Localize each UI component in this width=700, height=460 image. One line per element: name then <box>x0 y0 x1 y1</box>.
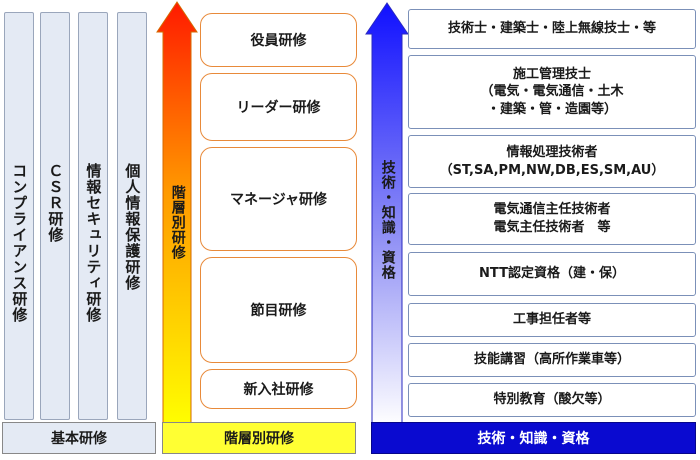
hierarchy-item-label: マネージャ研修 <box>229 192 328 208</box>
hierarchy-item-label: 役員研修 <box>250 33 307 49</box>
basic-column-infosec: 情報セキュリティ研修 <box>78 12 108 420</box>
hierarchy-item-leader: リーダー研修 <box>200 73 357 141</box>
skills-footer: 技術・知識・資格 <box>371 422 696 454</box>
hierarchy-arrow <box>156 1 198 427</box>
hierarchy-footer: 階層別研修 <box>162 422 356 454</box>
hierarchy-item-executive: 役員研修 <box>200 13 357 67</box>
hierarchy-item-label: 節目研修 <box>250 303 307 319</box>
basic-footer-label: 基本研修 <box>51 431 107 447</box>
skill-item-construction-manager: 施工管理技士 （電気・電気通信・土木 ・建築・管・造園等） <box>408 55 696 129</box>
basic-footer: 基本研修 <box>2 422 156 454</box>
skill-item-line: 電気通信主任技術者 <box>493 202 611 218</box>
basic-column-csr: ＣＳＲ研修 <box>40 12 70 420</box>
skill-item-skills-course: 技能講習（高所作業車等） <box>408 343 696 377</box>
skills-arrow <box>365 2 409 427</box>
skill-item-line: NTT認定資格（建・保） <box>479 266 625 282</box>
skill-item-line: 電気主任技術者 等 <box>493 220 611 235</box>
hierarchy-item-label: リーダー研修 <box>236 100 321 116</box>
skills-arrow-label: 技術・知識・資格 <box>379 160 396 280</box>
skill-item-line: ・建築・管・造園等） <box>486 101 617 117</box>
skill-item-line: （ST,SA,PM,NW,DB,ES,SM,AU） <box>439 162 665 178</box>
basic-column-label: 個人情報保護研修 <box>123 163 142 291</box>
hierarchy-arrow-label: 階層別研修 <box>169 185 186 260</box>
skill-item-engineer: 技術士・建築士・陸上無線技士・等 <box>408 9 696 49</box>
hierarchy-item-newhire: 新入社研修 <box>200 369 357 409</box>
skill-item-line: 技術士・建築士・陸上無線技士・等 <box>447 21 656 37</box>
basic-column-label: コンプライアンス研修 <box>10 163 29 323</box>
skill-item-special-education: 特別教育（酸欠等） <box>408 383 696 417</box>
basic-column-privacy: 個人情報保護研修 <box>117 12 147 420</box>
skill-item-chief-engineer: 電気通信主任技術者 電気主任技術者 等 <box>408 193 696 245</box>
skill-item-line: 特別教育（酸欠等） <box>493 392 611 408</box>
skill-item-line: 情報処理技術者 <box>506 144 598 160</box>
hierarchy-item-manager: マネージャ研修 <box>200 147 357 251</box>
skill-item-line: 技能講習（高所作業車等） <box>473 352 630 368</box>
skill-item-it-engineer: 情報処理技術者 （ST,SA,PM,NW,DB,ES,SM,AU） <box>408 135 696 188</box>
skill-item-line: 施工管理技士 <box>512 66 591 82</box>
hierarchy-arrow-label-wrap: 階層別研修 <box>163 185 191 260</box>
skills-footer-label: 技術・知識・資格 <box>477 431 590 447</box>
skill-item-installer: 工事担任者等 <box>408 303 696 337</box>
hierarchy-footer-label: 階層別研修 <box>224 431 294 447</box>
skill-item-ntt-cert: NTT認定資格（建・保） <box>408 252 696 296</box>
skills-arrow-label-wrap: 技術・知識・資格 <box>372 160 402 280</box>
skill-item-line: 工事担任者等 <box>512 312 591 328</box>
hierarchy-item-milestone: 節目研修 <box>200 257 357 363</box>
hierarchy-item-label: 新入社研修 <box>243 382 314 398</box>
basic-column-compliance: コンプライアンス研修 <box>4 12 34 420</box>
basic-column-label: 情報セキュリティ研修 <box>84 163 103 323</box>
skill-item-line: （電気・電気通信・土木 <box>480 84 624 100</box>
basic-column-label: ＣＳＲ研修 <box>46 163 65 243</box>
